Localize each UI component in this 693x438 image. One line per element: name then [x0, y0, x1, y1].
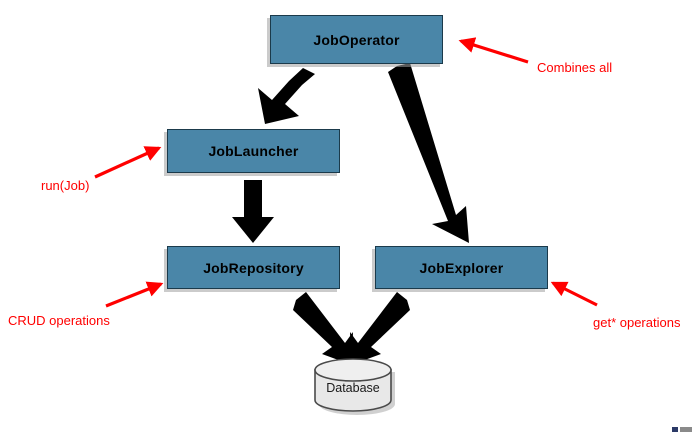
annotation-crud-operations: CRUD operations	[8, 313, 110, 328]
database-label: Database	[326, 381, 380, 395]
node-jobrepository-label: JobRepository	[203, 259, 304, 276]
arrow-joboperator-to-jobexplorer	[388, 63, 469, 243]
corner-marker-bar	[680, 427, 692, 432]
node-joboperator[interactable]: JobOperator	[270, 15, 443, 64]
node-joboperator-label: JobOperator	[313, 31, 400, 48]
arrow-joboperator-to-joblauncher	[258, 68, 315, 124]
arrow-joblauncher-to-jobrepository	[232, 180, 274, 243]
arrow-jobrepository-to-database	[293, 292, 353, 365]
node-joblauncher-label: JobLauncher	[208, 143, 299, 159]
corner-marker-dot	[672, 427, 678, 432]
node-joblauncher[interactable]: JobLauncher	[167, 129, 340, 173]
annotation-arrow-run-job	[94, 146, 162, 179]
annotation-arrow-combines-all	[458, 37, 529, 64]
annotation-arrow-crud-operations	[105, 281, 164, 308]
annotation-get-operations: get* operations	[593, 315, 681, 330]
corner-marker	[672, 427, 692, 432]
annotation-run-job: run(Job)	[41, 178, 90, 193]
node-jobrepository[interactable]: JobRepository	[167, 246, 340, 289]
node-jobexplorer-label: JobExplorer	[419, 259, 504, 276]
annotation-combines-all: Combines all	[537, 60, 613, 75]
arrow-jobexplorer-to-database	[350, 292, 410, 365]
node-jobexplorer[interactable]: JobExplorer	[375, 246, 548, 289]
annotation-arrow-get-operations	[550, 281, 598, 307]
